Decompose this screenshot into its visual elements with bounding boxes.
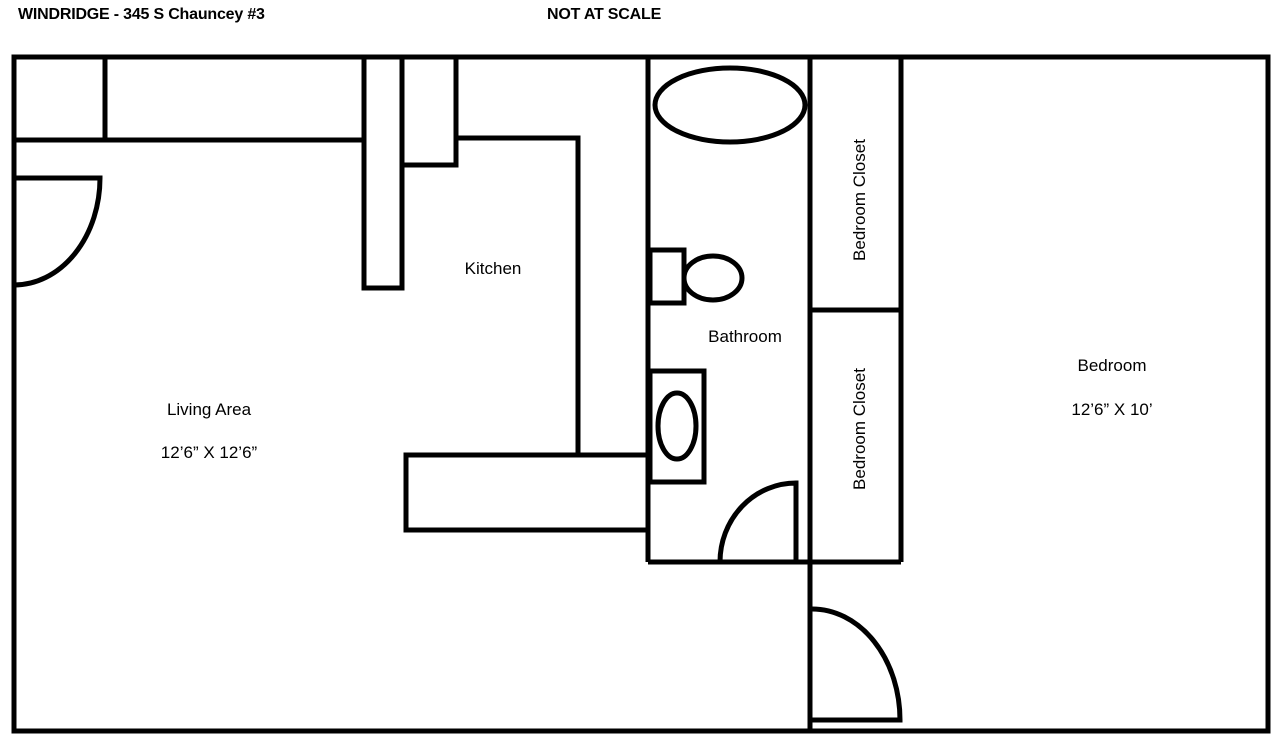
bedroom-closet-lower-label: Bedroom Closet xyxy=(850,368,869,490)
bathtub-icon xyxy=(652,65,808,145)
kitchen-wall xyxy=(456,135,581,455)
kitchen-upper-cabinet xyxy=(399,54,459,168)
living-closets xyxy=(14,57,364,143)
toilet-icon xyxy=(647,247,745,306)
sink-icon xyxy=(647,368,707,485)
outer-wall xyxy=(11,54,1271,734)
living-area-label: Living Area xyxy=(166,400,252,419)
scale-note: NOT AT SCALE xyxy=(547,6,662,23)
living-area-dimensions: 12’6” X 12’6” xyxy=(160,443,258,462)
entry-door-icon xyxy=(13,175,103,288)
wall-column xyxy=(361,54,405,291)
bedroom-dimensions: 12’6” X 10’ xyxy=(1071,400,1153,419)
plan-title: WINDRIDGE - 345 S Chauncey #3 xyxy=(18,6,265,23)
bedroom-closets xyxy=(810,57,904,562)
bedroom-door-icon xyxy=(811,606,903,723)
bedroom-label: Bedroom xyxy=(1077,356,1147,375)
bedroom-closet-upper-label: Bedroom Closet xyxy=(850,139,869,261)
kitchen-label: Kitchen xyxy=(464,259,522,278)
bathroom-label: Bathroom xyxy=(708,327,782,346)
kitchen-counter xyxy=(403,452,651,533)
bathroom-door-icon xyxy=(717,480,799,563)
